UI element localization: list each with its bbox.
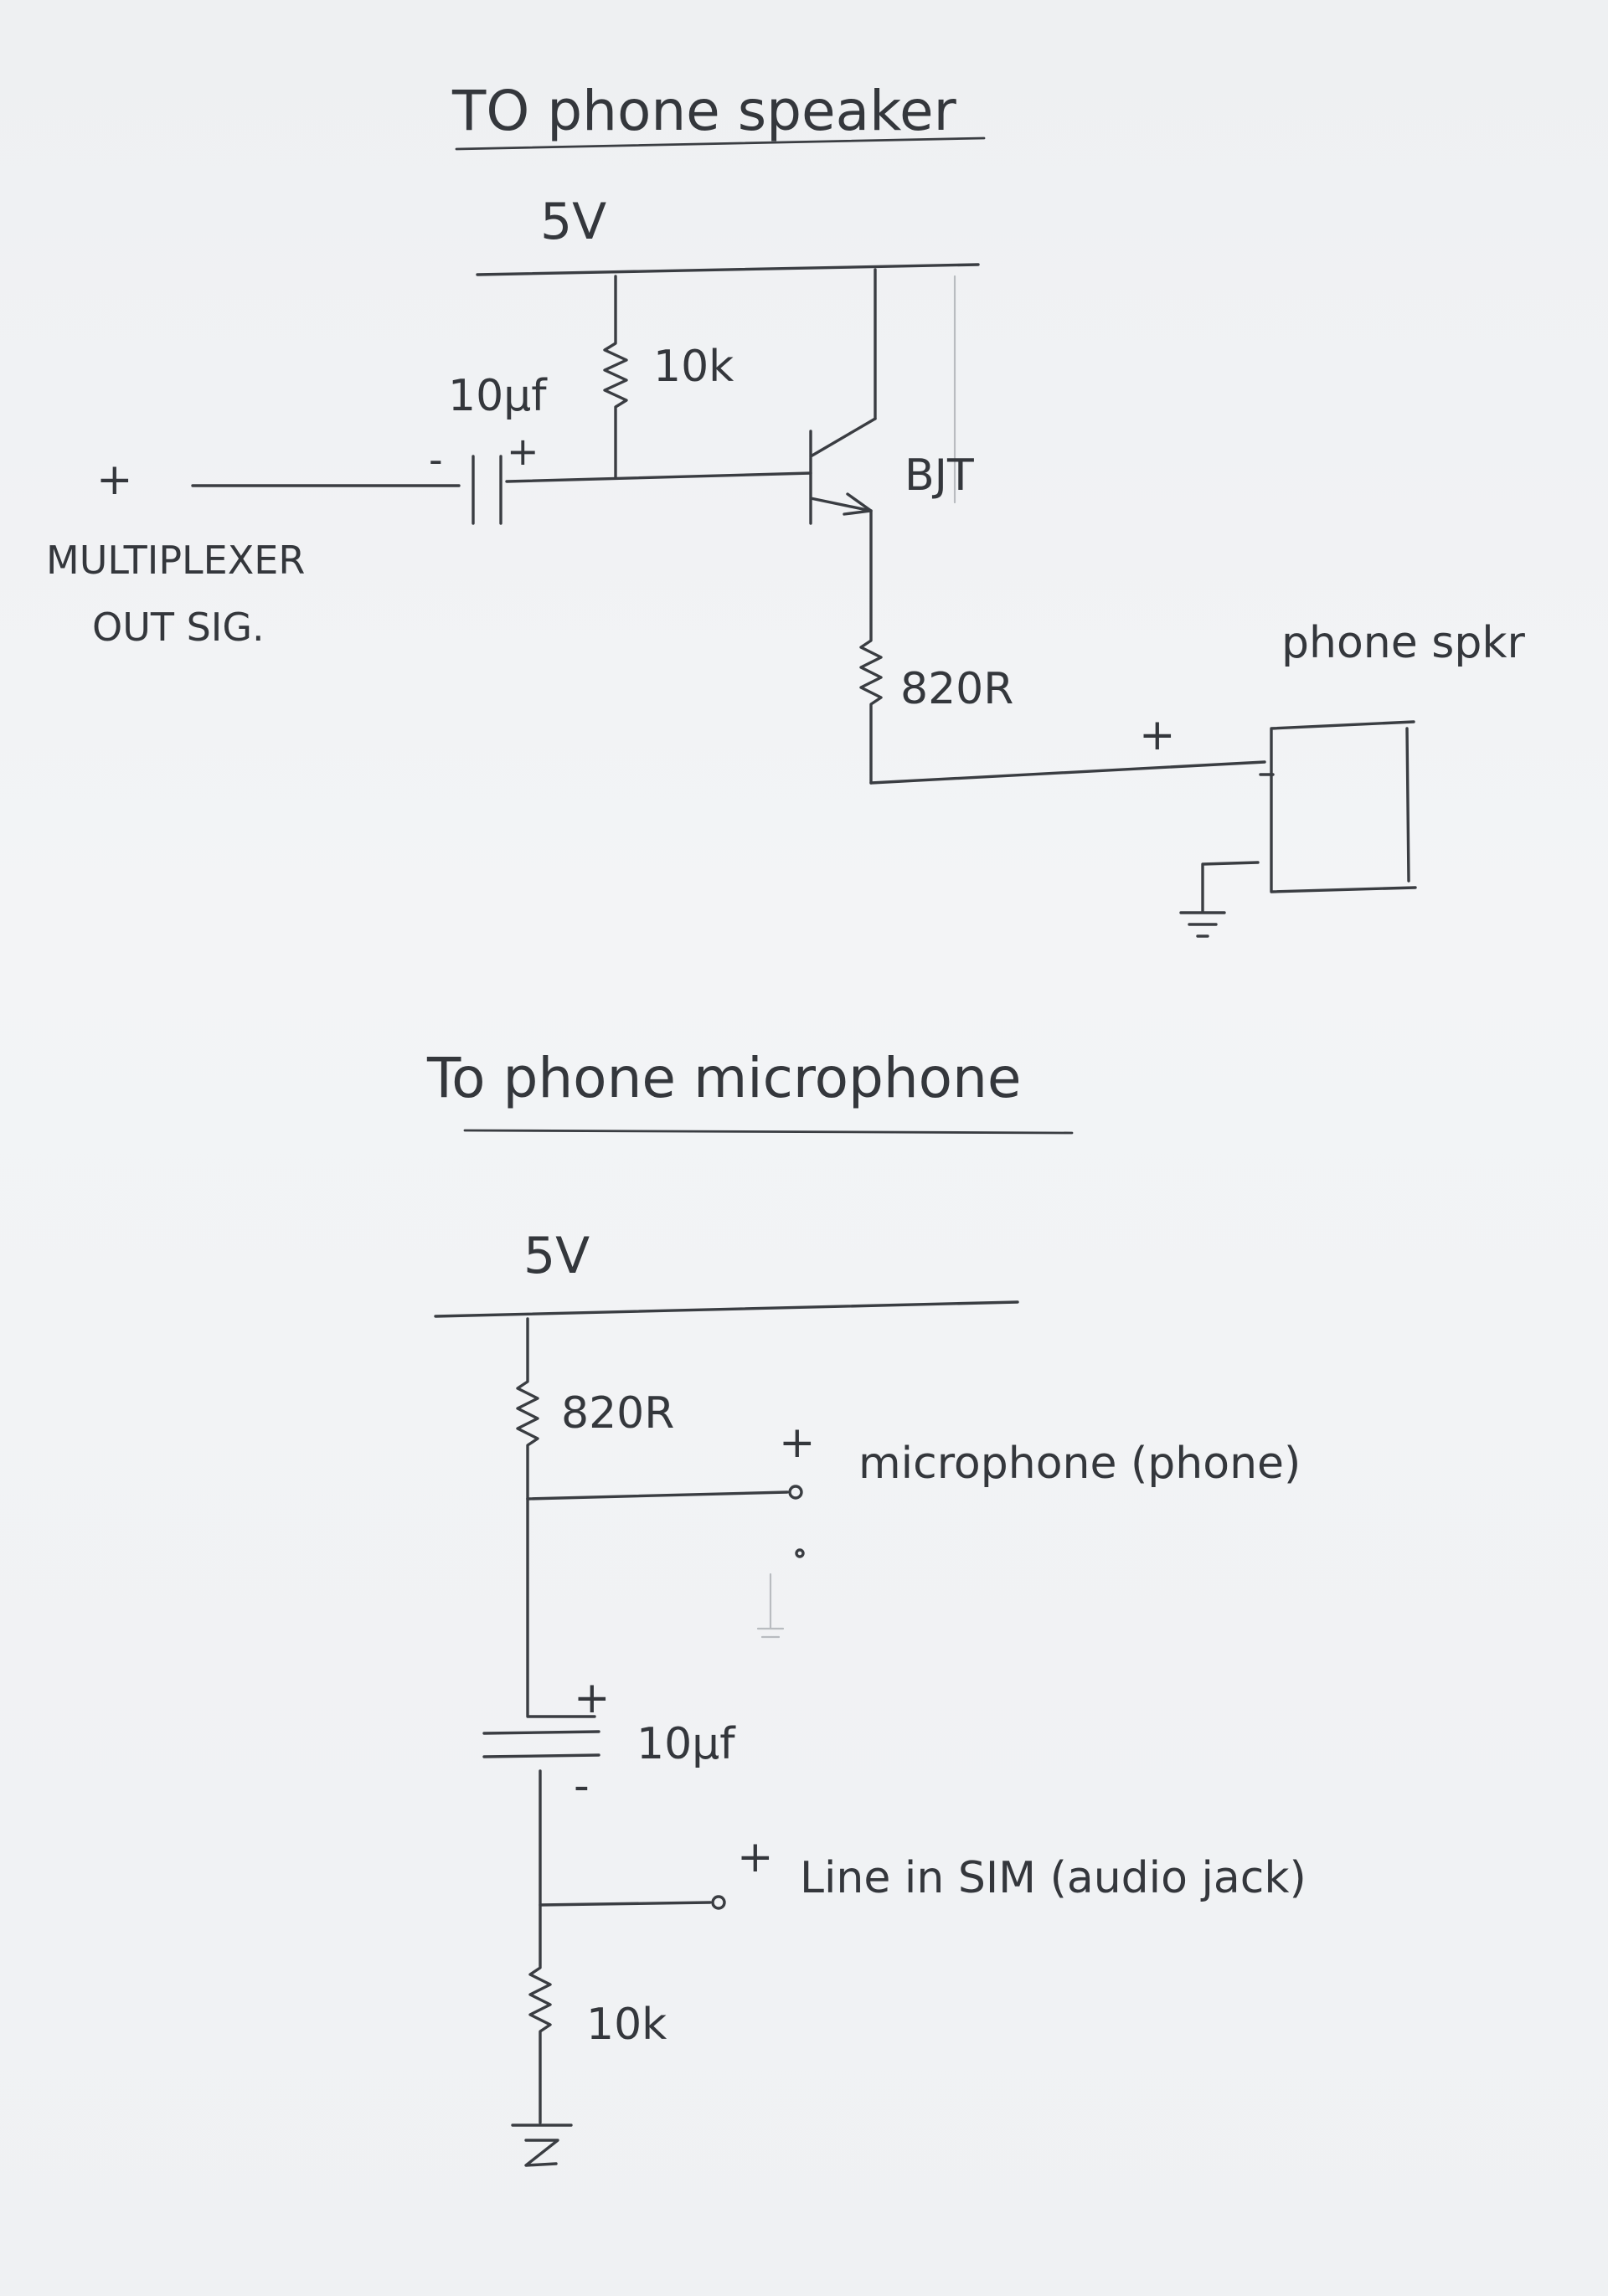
speaker-bias-resistor-label: 10k bbox=[653, 342, 734, 392]
bjt-emitter-arrow bbox=[843, 492, 873, 516]
microphone-top-resistor bbox=[516, 1317, 539, 1501]
microphone-label: microphone (phone) bbox=[858, 1439, 1301, 1489]
microphone-bottom-resistor-label: 10k bbox=[586, 2000, 667, 2050]
bjt-transistor bbox=[809, 417, 877, 525]
speaker-supply-rail bbox=[476, 263, 980, 276]
microphone-supply-label: 5V bbox=[523, 1227, 590, 1285]
microphone-title-underline bbox=[463, 1129, 1074, 1135]
speaker-title-underline bbox=[455, 136, 986, 151]
microphone-circuit: To phone microphone 5V 820R + microphone… bbox=[426, 1046, 1306, 2167]
microphone-capacitor-minus: - bbox=[574, 1761, 590, 1811]
microphone-terminal-2[interactable] bbox=[795, 1548, 805, 1558]
speaker-supply-label: 5V bbox=[540, 193, 606, 251]
speaker-ground-icon bbox=[1179, 861, 1260, 938]
speaker-capacitor-value: 10µf bbox=[448, 371, 548, 421]
speaker-input-label-2: OUT SIG. bbox=[92, 605, 265, 650]
microphone-terminal[interactable] bbox=[788, 1485, 803, 1500]
speaker-input-label-1: MULTIPLEXER bbox=[46, 538, 305, 583]
speaker-base-wire bbox=[505, 471, 812, 483]
speaker-capacitor-plus: + bbox=[507, 429, 539, 474]
speaker-plus-label: + bbox=[1139, 710, 1176, 760]
line-in-terminal[interactable] bbox=[711, 1895, 726, 1910]
speaker-capacitor-minus: - bbox=[429, 437, 443, 482]
speaker-emitter-resistor bbox=[859, 509, 883, 785]
speaker-bias-resistor bbox=[603, 275, 628, 479]
microphone-capacitor-plus: + bbox=[574, 1673, 611, 1723]
line-in-label: Line in SIM (audio jack) bbox=[800, 1853, 1306, 1903]
microphone-plus-label: + bbox=[779, 1418, 816, 1468]
microphone-capacitor-value: 10µf bbox=[636, 1719, 736, 1769]
line-in-plus-label: + bbox=[737, 1832, 774, 1882]
microphone-capacitor bbox=[482, 1730, 600, 1758]
microphone-tap-wire bbox=[526, 1490, 789, 1501]
microphone-top-resistor-label: 820R bbox=[561, 1388, 674, 1439]
microphone-faint-ground bbox=[756, 1573, 785, 1639]
speaker-label: phone spkr bbox=[1281, 618, 1525, 668]
speaker-input-plus: + bbox=[96, 455, 133, 505]
microphone-ground-icon bbox=[511, 2124, 573, 2167]
microphone-bottom-resistor bbox=[528, 1903, 552, 2124]
speaker-output-wire bbox=[869, 760, 1266, 785]
speaker-capacitor bbox=[472, 455, 502, 525]
microphone-title: To phone microphone bbox=[426, 1046, 1022, 1110]
speaker-circuit: TO phone speaker 5V 10k + - + 10µf BJT 8… bbox=[46, 79, 1525, 938]
speaker-emitter-resistor-label: 820R bbox=[900, 664, 1013, 714]
microphone-lower-wire bbox=[539, 1769, 712, 1907]
speaker-title: TO phone speaker bbox=[451, 79, 957, 143]
microphone-mid-wire bbox=[526, 1497, 596, 1718]
bjt-label: BJT bbox=[904, 450, 974, 501]
microphone-supply-rail bbox=[434, 1300, 1019, 1318]
speaker-symbol bbox=[1259, 720, 1417, 893]
